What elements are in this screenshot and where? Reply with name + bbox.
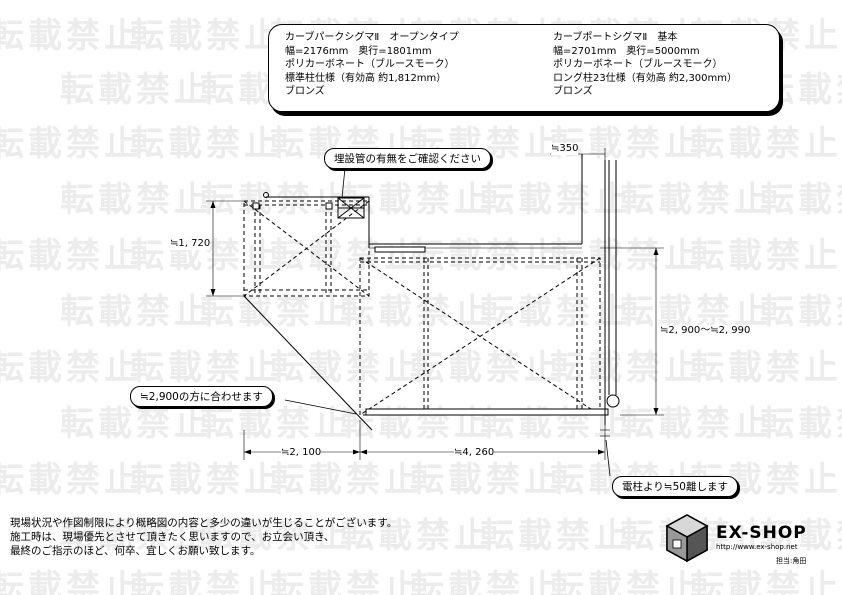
watermark-text: 転載禁止 <box>550 568 702 595</box>
note-line: 現場状況や作図制限により概略図の内容と多少の違いが生じることがございます。 <box>10 517 398 529</box>
dim-1720 <box>206 200 244 297</box>
boundary-wall <box>266 154 583 253</box>
watermark-text: 転載禁止 <box>620 180 772 220</box>
spec-left-line: 幅=2176mm 奥行=1801mm <box>285 45 432 57</box>
spec-right: カーブポートシグマⅡ 基本 幅=2701mm 奥行=5000mm ポリカーボネー… <box>553 31 737 99</box>
watermark-text: 転載禁止 <box>480 180 632 220</box>
watermark-text: 転載禁止 <box>0 568 142 595</box>
spec-left-line: カーブパークシグマⅡ オープンタイプ <box>285 32 459 43</box>
watermark-text: 転載禁止 <box>410 460 562 500</box>
watermark-text: 転載禁止 <box>480 292 632 332</box>
disclaimer-note: 現場状況や作図制限により概略図の内容と多少の違いが生じることがございます。 施工… <box>10 516 397 558</box>
callout-pole: 電柱より≒50離します <box>612 476 738 497</box>
watermark-text: 転載禁止 <box>60 70 212 110</box>
spec-left-line: 標準柱仕様（有効高 約1,812mm） <box>285 72 447 84</box>
spec-right-line: ロング柱23仕様（有効高 約2,300mm） <box>553 72 738 84</box>
watermark-text: 転載禁止 <box>130 124 282 164</box>
watermark-text: 転載禁止 <box>0 348 142 388</box>
logo-url: http://www.ex-shop.net <box>716 543 798 551</box>
watermark-text: 転載禁止 <box>760 516 842 556</box>
watermark-text: 転載禁止 <box>60 292 212 332</box>
spec-right-line: ブロンズ <box>553 86 593 98</box>
watermark-text: 転載禁止 <box>410 568 562 595</box>
callout-pipe: 埋設管の有無をご確認ください <box>324 148 491 169</box>
watermark-text: 転載禁止 <box>550 236 702 276</box>
dim-2900 <box>600 247 664 416</box>
spec-right-line: カーブポートシグマⅡ 基本 <box>553 32 678 43</box>
watermark-text: 転載禁止 <box>340 516 492 556</box>
spec-left: カーブパークシグマⅡ オープンタイプ 幅=2176mm 奥行=1801mm ポリ… <box>285 31 459 99</box>
large-carport <box>359 257 609 416</box>
dim-label-350: ≒350 <box>551 143 579 155</box>
watermark-text: 転載禁止 <box>270 568 422 595</box>
watermark-text: 転載禁止 <box>690 124 842 164</box>
watermark-text: 転載禁止 <box>60 516 212 556</box>
spec-right-line: 幅=2701mm 奥行=5000mm <box>553 45 700 57</box>
watermark-text: 転載禁止 <box>690 568 842 595</box>
watermark-text: 転載禁止 <box>130 16 282 56</box>
spec-left-line: ブロンズ <box>285 86 325 98</box>
logo-name: EX-SHOP <box>716 523 807 543</box>
watermark-text: 転載禁止 <box>410 236 562 276</box>
spec-left-line: ポリカーボネート（ブルースモーク） <box>285 59 455 71</box>
note-line: 最終のご指示のほど、何卒、宜しくお願い致します。 <box>10 545 261 557</box>
note-line: 施工時は、現場優先とさせて頂きたく思いますので、お立会い頂き、 <box>10 531 335 543</box>
watermark-text: 転載禁止 <box>410 348 562 388</box>
watermark-text: 転載禁止 <box>760 180 842 220</box>
callout-match: ≒2,900の方に合わせます <box>130 386 273 407</box>
watermark-text: 転載禁止 <box>200 292 352 332</box>
watermark-text: 転載禁止 <box>0 124 142 164</box>
watermark-text: 転載禁止 <box>130 348 282 388</box>
dim-label-4260: ≒4, 260 <box>454 447 495 459</box>
watermark-text: 転載禁止 <box>270 348 422 388</box>
watermark-text: 転載禁止 <box>130 460 282 500</box>
watermark-text: 転載禁止 <box>760 404 842 444</box>
watermark-text: 転載禁止 <box>270 236 422 276</box>
meter-box <box>337 197 365 219</box>
watermark-text: 転載禁止 <box>690 348 842 388</box>
watermark-text: 転載禁止 <box>0 236 142 276</box>
watermark-text: 転載禁止 <box>0 460 142 500</box>
watermark-text: 転載禁止 <box>620 404 772 444</box>
watermark-text: 転載禁止 <box>60 404 212 444</box>
watermark-text: 転載禁止 <box>760 292 842 332</box>
watermark-text: 転載禁止 <box>200 516 352 556</box>
watermark-text: 転載禁止 <box>550 348 702 388</box>
road-edge <box>604 160 620 425</box>
watermark-text: 転載禁止 <box>200 180 352 220</box>
spec-box: カーブパークシグマⅡ オープンタイプ 幅=2176mm 奥行=1801mm ポリ… <box>268 24 780 112</box>
dim-label-2900: ≒2, 900～≒2, 990 <box>660 325 751 337</box>
watermark-text: 転載禁止 <box>130 568 282 595</box>
dim-label-2100: ≒2, 100 <box>281 447 322 459</box>
small-carport <box>243 192 370 297</box>
watermark-text: 転載禁止 <box>340 180 492 220</box>
watermark-text: 転載禁止 <box>340 292 492 332</box>
watermark-text: 転載禁止 <box>480 516 632 556</box>
watermark-text: 転載禁止 <box>60 180 212 220</box>
watermark-text: 転載禁止 <box>690 236 842 276</box>
dim-label-1720: ≒1, 720 <box>170 238 211 250</box>
logo-cube-icon <box>665 514 709 563</box>
watermark-text: 転載禁止 <box>270 460 422 500</box>
watermark-text: 転載禁止 <box>200 404 352 444</box>
logo-staff: 担当:角田 <box>776 557 807 565</box>
watermark-text: 転載禁止 <box>0 16 142 56</box>
spec-right-line: ポリカーボネート（ブルースモーク） <box>553 59 723 71</box>
